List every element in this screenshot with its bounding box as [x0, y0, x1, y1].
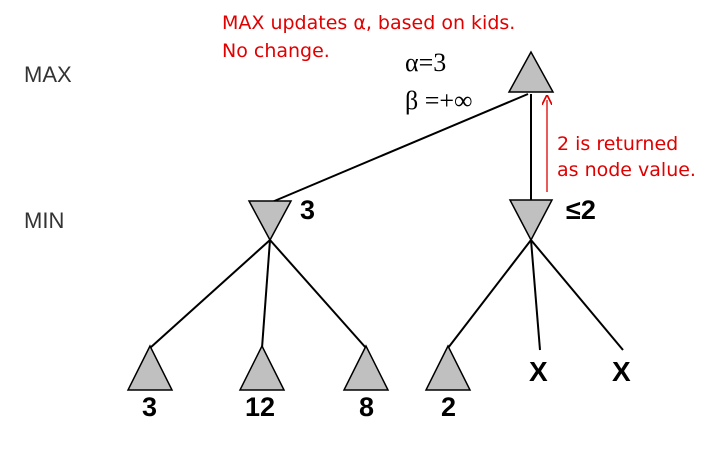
beta-value: β =+∞ — [405, 86, 473, 115]
edge-min-right-pruned-1 — [530, 239, 541, 351]
max-update-note-line1: MAX updates α, based on kids. — [222, 12, 516, 34]
max-update-note-line2: No change. — [222, 40, 330, 62]
edge-min-left-leaf-3 — [149, 239, 271, 349]
leaf-value-8: 8 — [359, 392, 375, 422]
returned-note-line1: 2 is returned — [557, 133, 679, 155]
leaf-value-2: 2 — [441, 392, 457, 422]
leaf-node-12 — [238, 344, 286, 391]
edge-min-left-leaf-12 — [261, 239, 271, 349]
min-right-value: ≤2 — [566, 195, 596, 225]
level-label-max: MAX — [24, 62, 72, 87]
pruned-marker-2: X — [612, 356, 631, 387]
min-left-value: 3 — [300, 195, 316, 225]
edge-root-min-left — [271, 93, 529, 203]
alpha-value: α=3 — [405, 48, 447, 77]
level-label-min: MIN — [24, 208, 65, 233]
min-node-left — [247, 200, 293, 242]
leaf-node-2 — [424, 344, 472, 391]
leaf-value-3: 3 — [142, 392, 158, 422]
returned-note-line2: as node value. — [557, 159, 696, 181]
edge-min-left-leaf-8 — [269, 239, 367, 349]
pruned-marker-1: X — [529, 356, 548, 387]
edge-min-right-pruned-2 — [530, 239, 624, 351]
leaf-node-8 — [342, 344, 390, 391]
edge-min-right-leaf-2 — [447, 239, 532, 349]
max-root-node — [507, 50, 555, 93]
leaf-value-12: 12 — [245, 392, 276, 422]
min-node-right — [508, 199, 554, 242]
leaf-node-3 — [126, 344, 174, 391]
